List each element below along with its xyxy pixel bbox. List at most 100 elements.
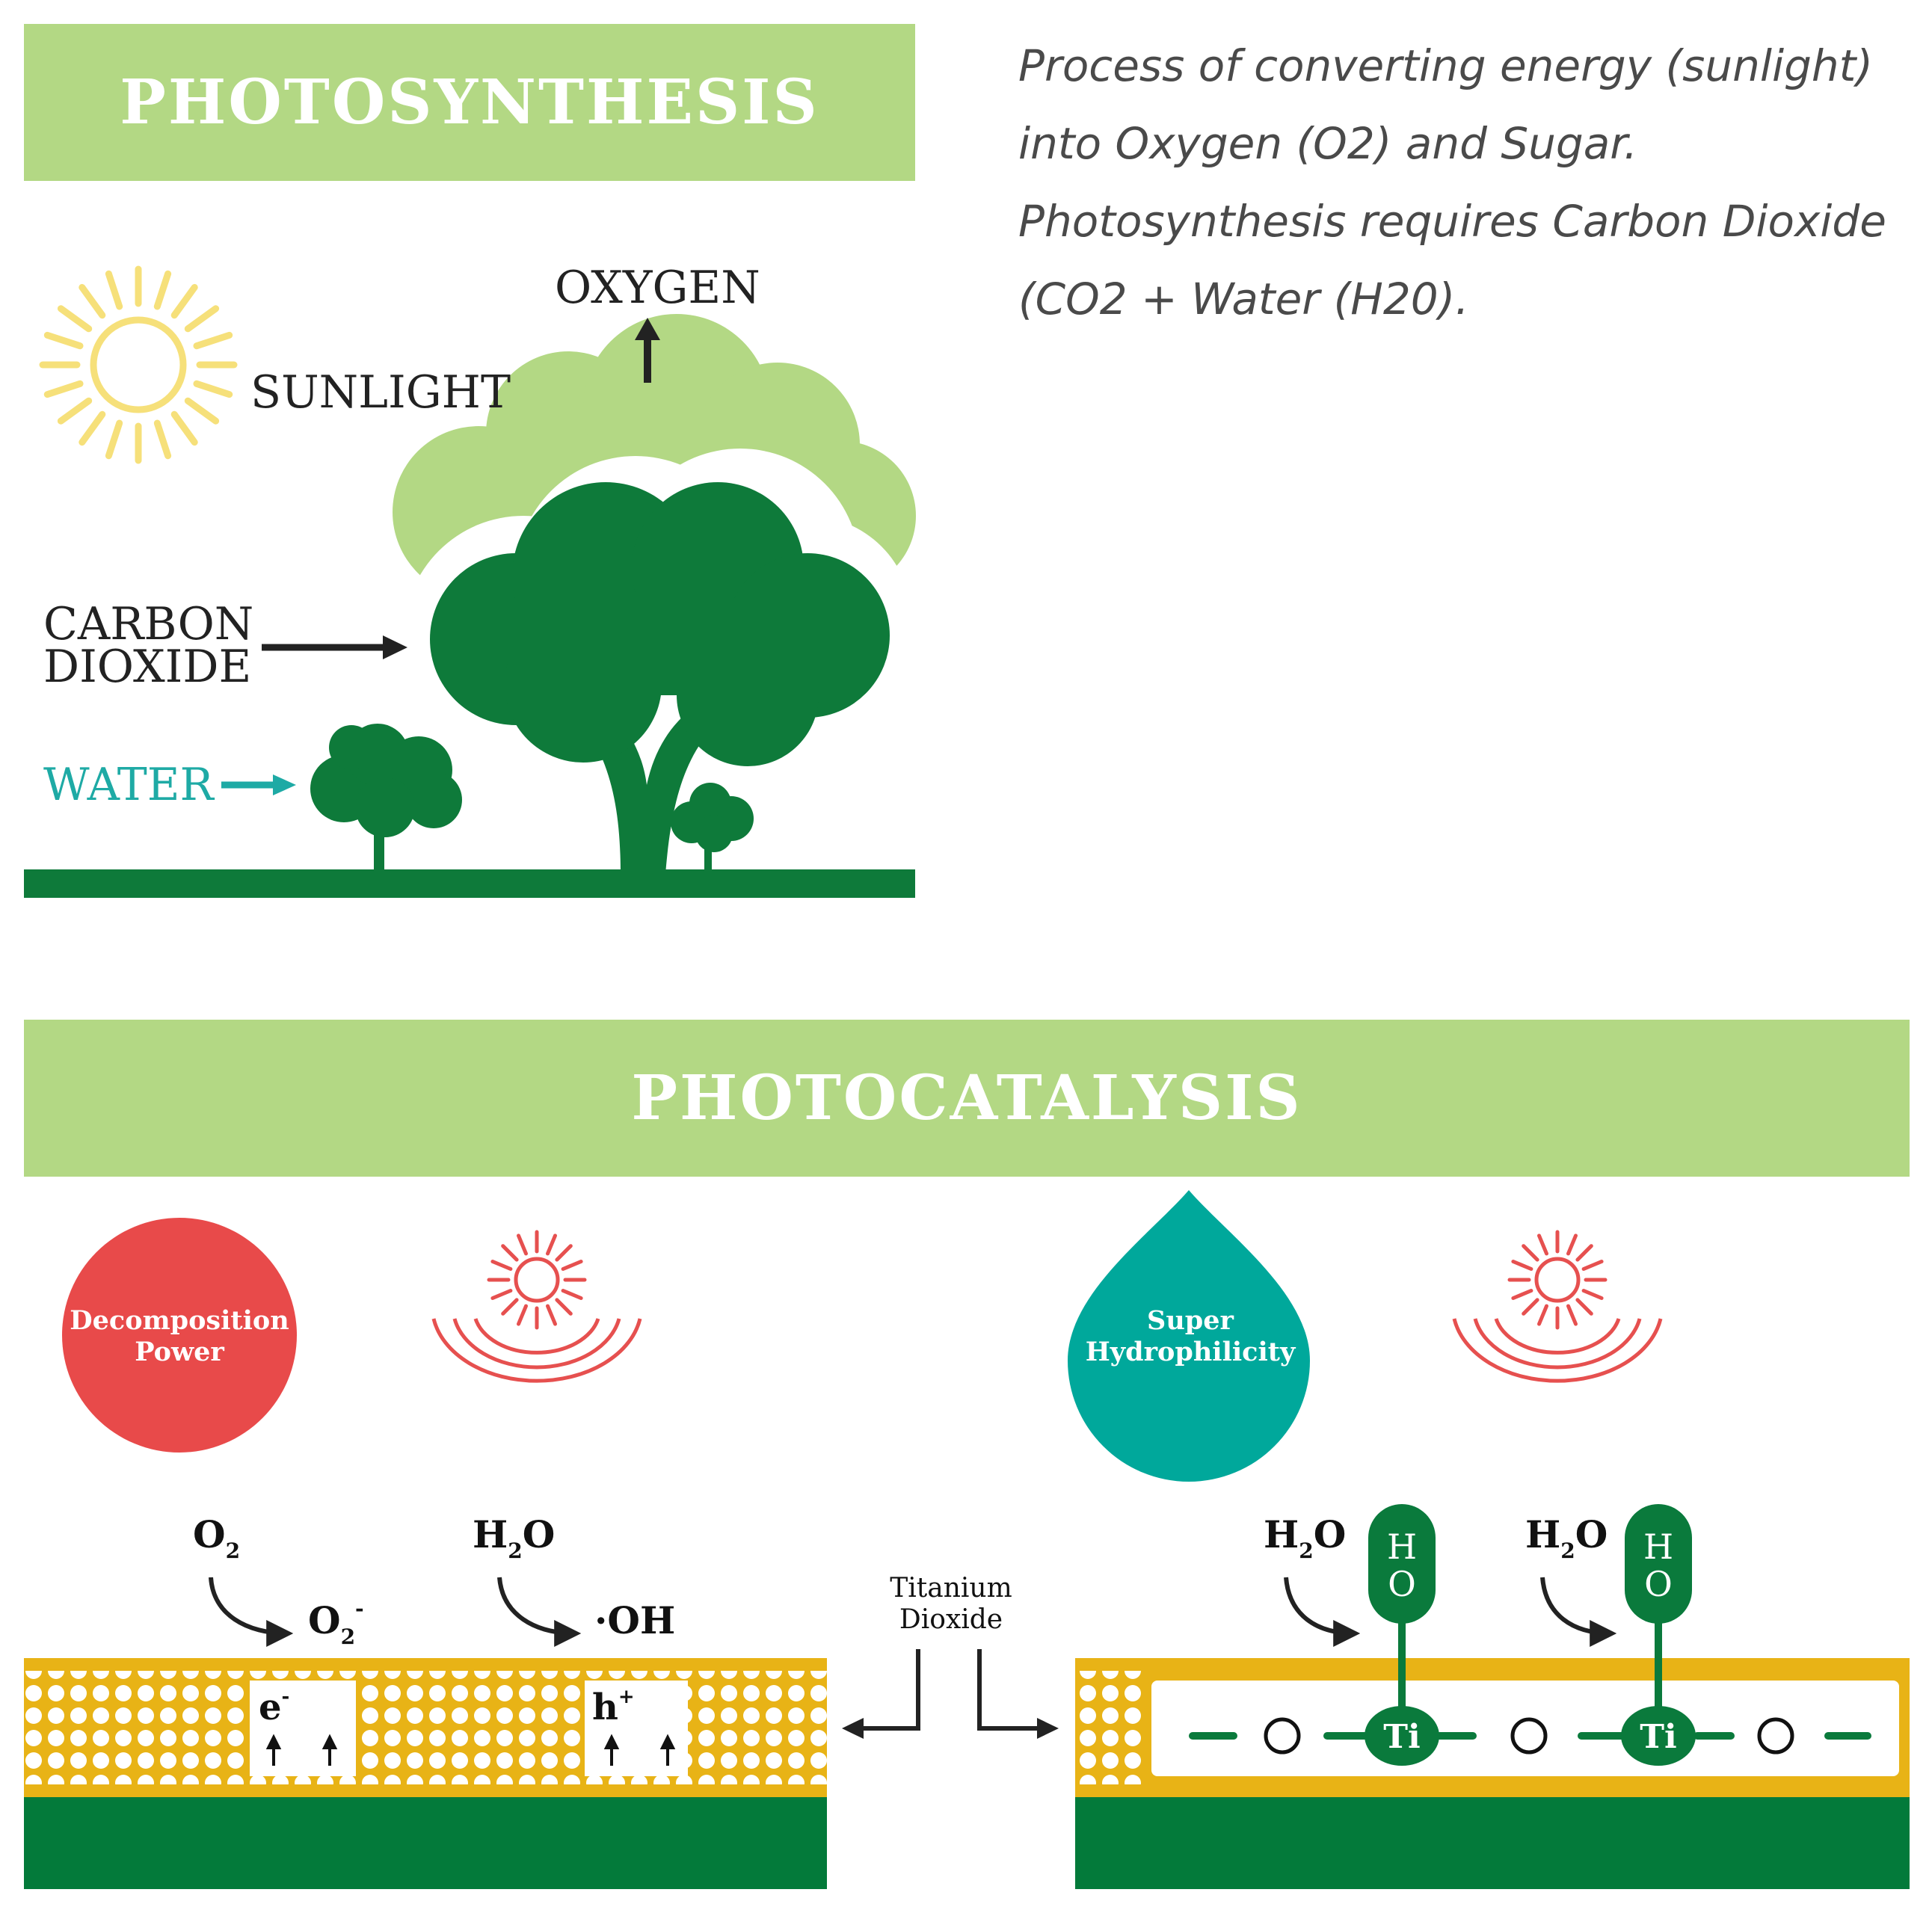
photosynthesis-title: PHOTOSYNTHESIS bbox=[120, 67, 819, 138]
water-arrow bbox=[221, 774, 296, 795]
sun-ray bbox=[561, 1289, 583, 1300]
right-substrate bbox=[1075, 1658, 1910, 1889]
hydrophilicity-line-1: Super bbox=[1147, 1305, 1234, 1336]
sun-ray bbox=[193, 380, 233, 398]
titanium-pointer-arrows bbox=[860, 1649, 1041, 1731]
small-tree-left bbox=[310, 724, 462, 875]
sun-rays-icon-right bbox=[1452, 1230, 1663, 1383]
photocatalysis-title: PHOTOCATALYSIS bbox=[631, 1062, 1302, 1134]
o2-minus-label: O2- bbox=[308, 1596, 364, 1649]
oh-radical-label: ·OH bbox=[594, 1598, 675, 1642]
sun-ray bbox=[1575, 1244, 1593, 1262]
sun-ray bbox=[170, 410, 198, 446]
sun-ray bbox=[43, 380, 84, 398]
h2o-curved-arrow-right-b bbox=[1540, 1577, 1617, 1647]
sun-ray bbox=[1537, 1304, 1548, 1326]
main-tree bbox=[430, 482, 890, 875]
sun-ray bbox=[1566, 1233, 1578, 1256]
ho-o-left: O bbox=[1388, 1564, 1416, 1604]
sun-ray bbox=[555, 1244, 573, 1262]
decomposition-badge: Decomposition Power bbox=[62, 1218, 297, 1453]
oxygen-arrow bbox=[635, 318, 660, 383]
small-tree-right bbox=[671, 783, 754, 875]
up-arrows bbox=[265, 1734, 676, 1766]
sun-ray bbox=[79, 283, 106, 319]
description-line-4: (CO2 + Water (H20). bbox=[1018, 274, 1469, 324]
ho-h-right: H bbox=[1643, 1527, 1673, 1567]
o2-label: O2 bbox=[193, 1512, 240, 1563]
sun-ray bbox=[490, 1260, 513, 1271]
titanium-line-2: Dioxide bbox=[899, 1604, 1003, 1635]
sun-ray bbox=[546, 1233, 557, 1256]
electron-well bbox=[250, 1681, 356, 1776]
decomposition-line-2: Power bbox=[135, 1337, 224, 1367]
sun-ray bbox=[184, 397, 220, 425]
sun-ray bbox=[57, 305, 93, 333]
sun-ray bbox=[105, 270, 123, 310]
sun-ray bbox=[184, 305, 220, 333]
sun-ray bbox=[43, 331, 84, 350]
sun-ray bbox=[501, 1298, 519, 1316]
carbon-label: CARBON bbox=[43, 598, 253, 650]
sun-ray bbox=[1522, 1298, 1539, 1316]
description-line-1: Process of converting energy (sunlight) bbox=[1018, 40, 1874, 91]
decomposition-line-1: Decomposition bbox=[70, 1305, 289, 1336]
hydrophilicity-drop: Super Hydrophilicity bbox=[1068, 1190, 1310, 1482]
sun-ray bbox=[1511, 1260, 1533, 1271]
h2o-curved-arrow-right-a bbox=[1284, 1577, 1361, 1647]
h2o-label-left: H2O bbox=[473, 1512, 555, 1563]
sun-ray bbox=[193, 331, 233, 350]
ho-pill-right bbox=[1625, 1504, 1692, 1624]
h2o-label-right-a: H2O bbox=[1264, 1512, 1346, 1563]
ho-pill-left bbox=[1368, 1504, 1436, 1624]
ti-label-right: Ti bbox=[1640, 1718, 1676, 1756]
carbon-arrow bbox=[262, 635, 407, 659]
ti-site-left: H O Ti bbox=[1365, 1504, 1439, 1766]
dioxide-label: DIOXIDE bbox=[43, 641, 251, 693]
sun-ray bbox=[105, 419, 123, 460]
ho-h-left: H bbox=[1387, 1527, 1417, 1567]
photosynthesis-description: Process of converting energy (sunlight) … bbox=[1018, 27, 1923, 338]
o2-curved-arrow bbox=[209, 1577, 294, 1647]
ho-o-right: O bbox=[1644, 1564, 1673, 1604]
sun-ray bbox=[546, 1304, 557, 1326]
photosynthesis-banner: PHOTOSYNTHESIS bbox=[24, 24, 915, 181]
sun-ray bbox=[517, 1233, 528, 1256]
sun-rays-icon-left bbox=[431, 1230, 642, 1383]
sun-ray bbox=[1522, 1244, 1539, 1262]
electron-label: e- bbox=[259, 1686, 289, 1728]
h2o-label-right-b: H2O bbox=[1525, 1512, 1608, 1563]
hydrophilicity-line-2: Hydrophilicity bbox=[1086, 1337, 1296, 1367]
ground-strip bbox=[24, 869, 915, 898]
left-substrate bbox=[24, 1658, 827, 1889]
oxygen-vacancy-rings bbox=[1264, 1717, 1794, 1755]
sun-ray bbox=[517, 1304, 528, 1326]
sun-icon bbox=[39, 265, 238, 464]
sun-ray bbox=[153, 270, 172, 310]
sunlight-label: SUNLIGHT bbox=[250, 366, 511, 419]
water-label: WATER bbox=[43, 759, 215, 811]
h2o-curved-arrow-left bbox=[497, 1577, 582, 1647]
sun-ray bbox=[1575, 1298, 1593, 1316]
sun-ray bbox=[79, 410, 106, 446]
sun-ray bbox=[1511, 1289, 1533, 1300]
ti-label-left: Ti bbox=[1383, 1718, 1420, 1756]
sun-ray bbox=[555, 1298, 573, 1316]
oxygen-label: OXYGEN bbox=[555, 262, 760, 314]
sun-ray bbox=[170, 283, 198, 319]
sun-ray bbox=[561, 1260, 583, 1271]
sun-ray bbox=[153, 419, 172, 460]
sun-ray bbox=[1581, 1289, 1604, 1300]
ti-site-right: H O Ti bbox=[1621, 1504, 1696, 1766]
sun-ray bbox=[501, 1244, 519, 1262]
sun-ray bbox=[490, 1289, 513, 1300]
description-line-3: Photosynthesis requires Carbon Dioxide bbox=[1018, 196, 1886, 247]
titanium-line-1: Titanium bbox=[890, 1573, 1012, 1604]
sun-ray bbox=[57, 397, 93, 425]
sun-ray bbox=[1566, 1304, 1578, 1326]
sun-ray bbox=[1537, 1233, 1548, 1256]
photocatalysis-banner: PHOTOCATALYSIS bbox=[24, 1020, 1910, 1177]
description-line-2: into Oxygen (O2) and Sugar. bbox=[1018, 118, 1638, 169]
sun-ray bbox=[1581, 1260, 1604, 1271]
